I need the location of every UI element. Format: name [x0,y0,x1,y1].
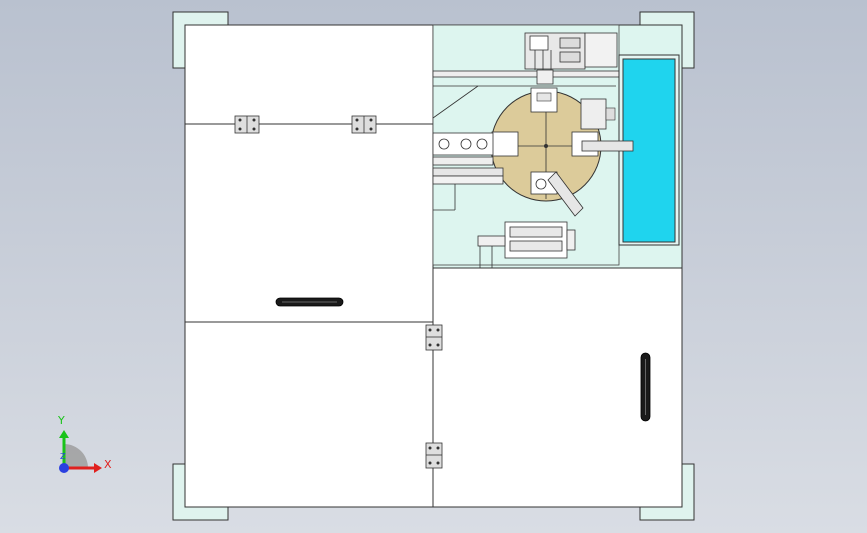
hinge-bottom [425,442,443,469]
turntable[interactable] [490,87,634,217]
left-feeder[interactable] [432,132,504,211]
diagonal-arm [547,171,584,217]
hinges[interactable] [234,115,443,469]
bottom-cylinder[interactable] [477,221,576,268]
top-feeder[interactable] [524,32,618,85]
coordinate-triad [59,430,102,473]
station-left [491,131,519,157]
z-axis-label: Z [60,452,66,461]
handles[interactable] [275,297,651,422]
y-axis-label: Y [58,414,65,427]
hinge-top-middle [351,115,377,134]
hinge-top-left [234,115,260,134]
z-axis-dot [59,463,69,473]
hinge-mid [425,324,443,351]
x-axis-label: X [104,458,112,471]
right-arm [581,140,634,152]
triad-base-arc [64,444,88,468]
